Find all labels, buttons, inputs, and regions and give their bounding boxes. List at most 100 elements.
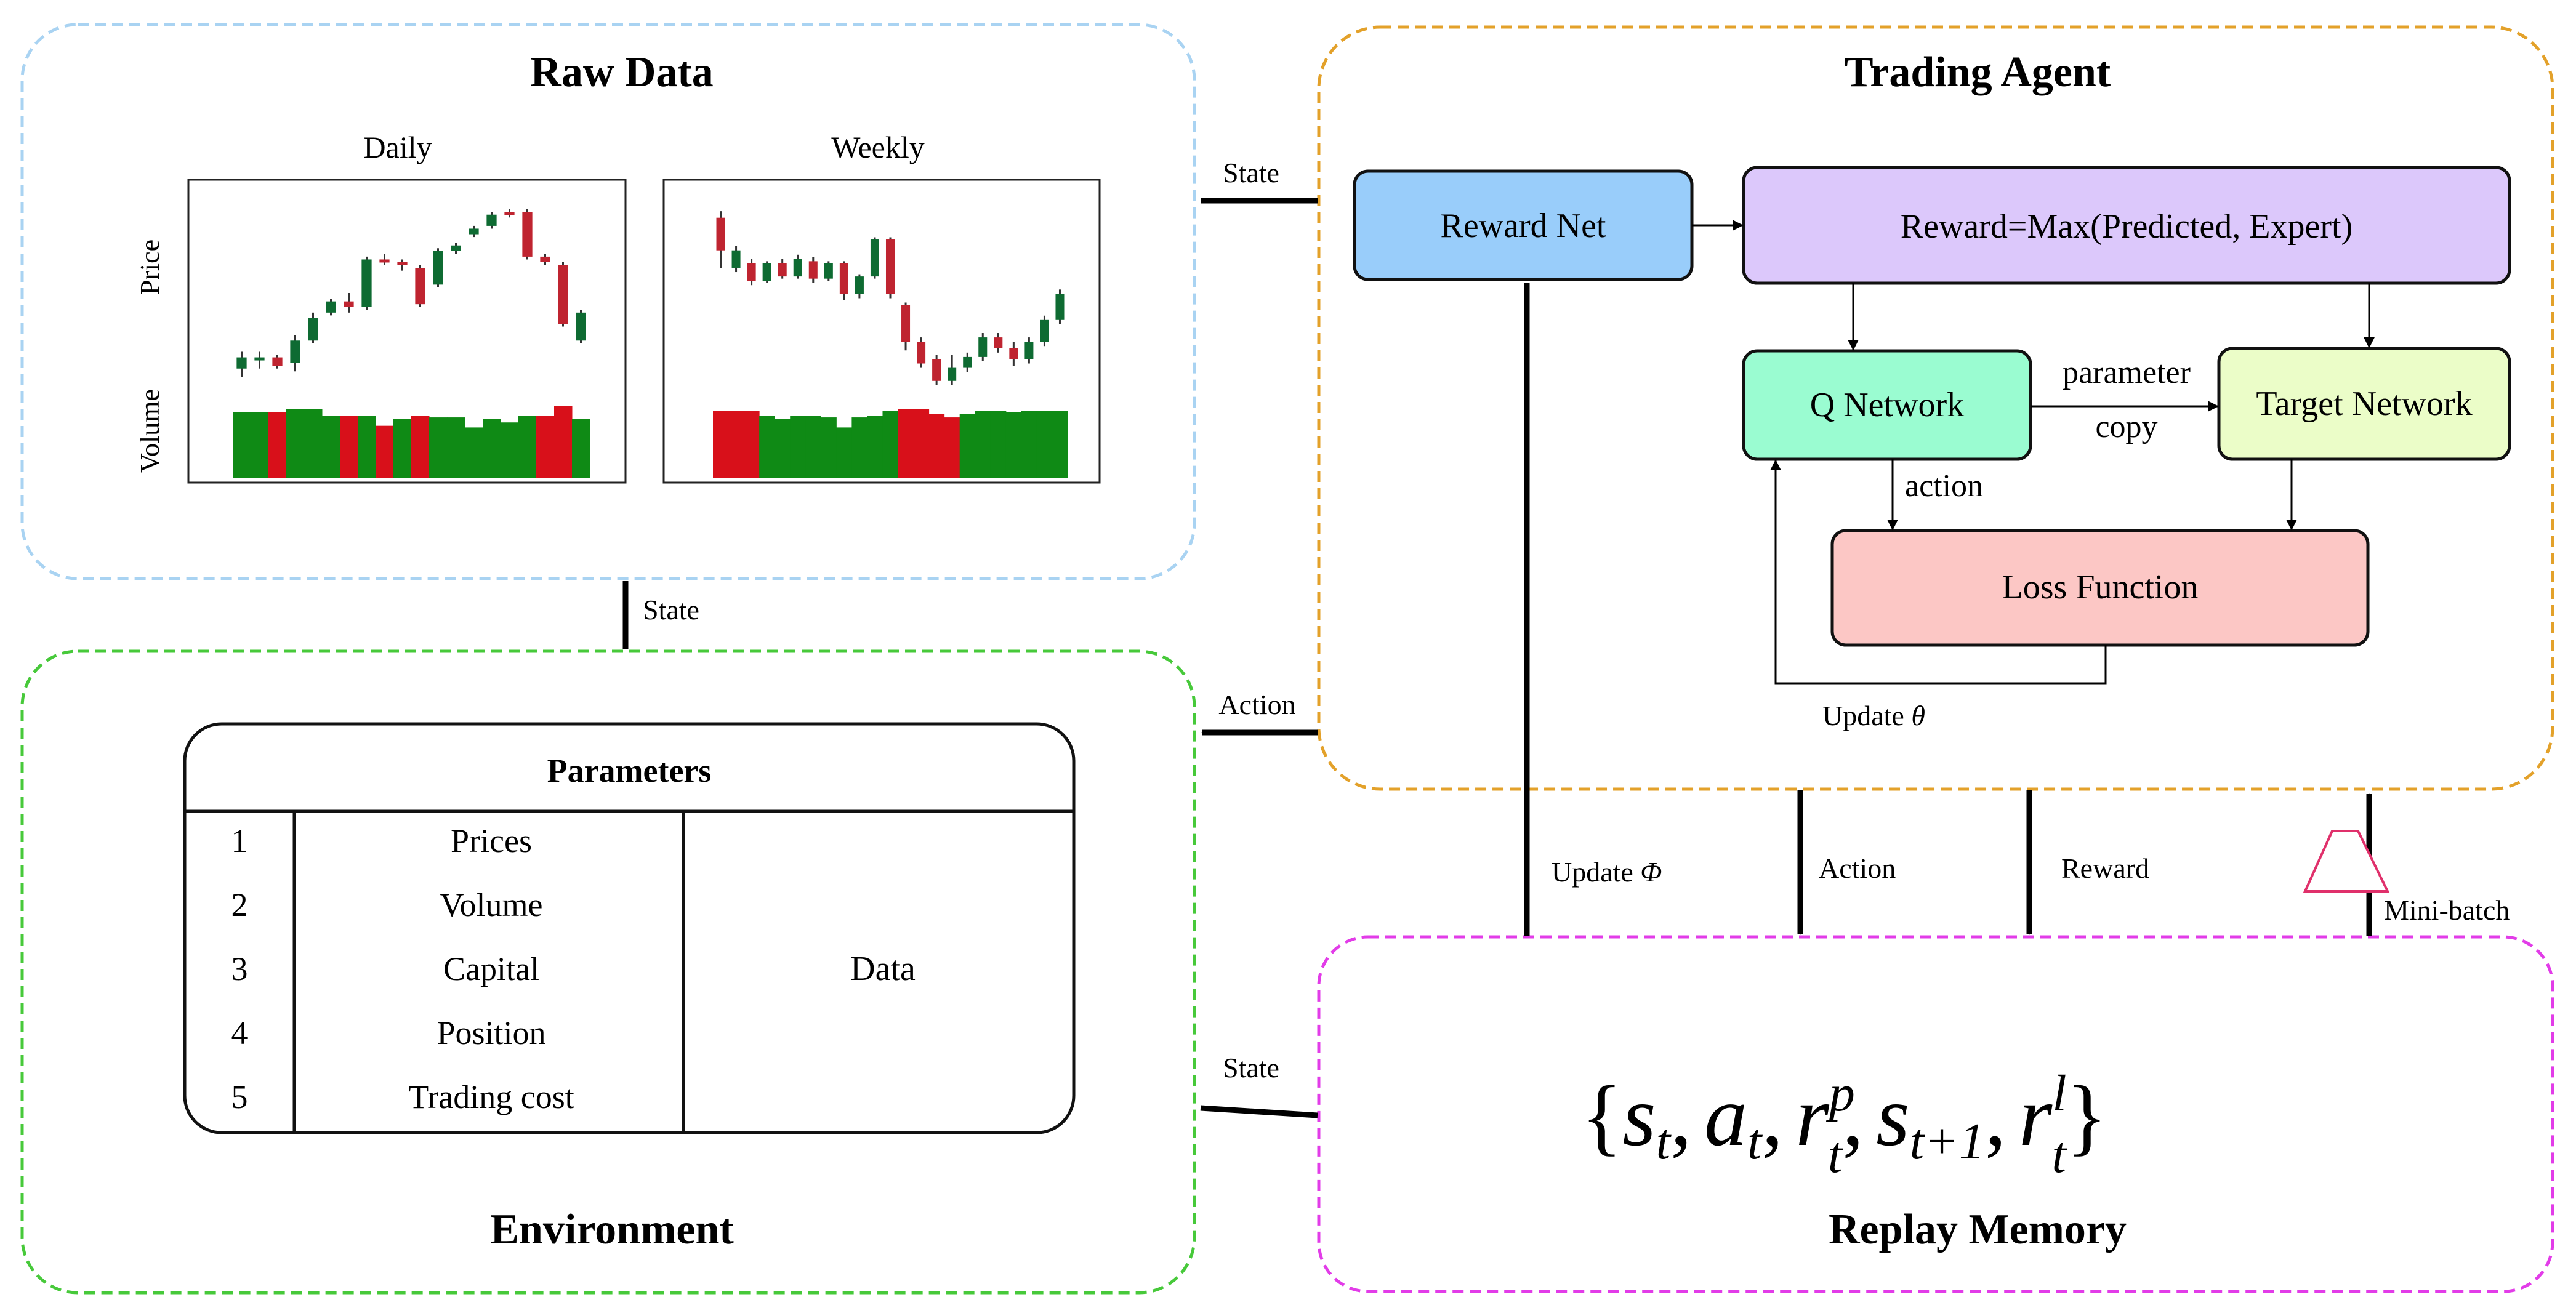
raw-data-border — [20, 23, 1196, 580]
candle-body — [994, 337, 1003, 348]
candle-body — [379, 259, 390, 263]
volume-bar — [483, 419, 501, 478]
volume-bar — [268, 412, 287, 478]
volume-bar — [501, 422, 519, 478]
volume-bar — [233, 412, 251, 478]
table-row-number: 1 — [231, 822, 248, 859]
candle-body — [254, 357, 265, 361]
volume-bar — [851, 417, 867, 478]
table-row-name: Prices — [451, 822, 532, 859]
volume-bar — [572, 419, 590, 478]
volume-bar — [775, 419, 791, 478]
table-row-name: Capital — [443, 950, 539, 987]
candle-body — [540, 256, 550, 262]
candle-body — [522, 212, 533, 257]
environment-border — [20, 649, 1196, 1295]
candle-body — [948, 367, 957, 381]
table-row-number: 2 — [231, 886, 248, 923]
candle-body — [1040, 319, 1049, 342]
parameters-table — [183, 722, 1076, 1134]
volume-bar — [1052, 411, 1068, 478]
volume-bar — [376, 425, 394, 478]
parameter-label: parameter — [2063, 355, 2191, 390]
volume-bar — [518, 416, 537, 478]
candle-body — [917, 342, 926, 364]
formula-open-brace: { — [1581, 1069, 1622, 1164]
candle-body — [731, 250, 741, 268]
table-row-name: Volume — [440, 886, 542, 923]
candle-body — [397, 262, 408, 265]
volume-bar — [465, 427, 483, 478]
replay-memory-border — [1317, 935, 2554, 1293]
candle-body — [486, 214, 497, 226]
volume-bar — [759, 416, 775, 478]
candle-body — [415, 268, 425, 305]
trading-agent-border — [1317, 25, 2554, 791]
q-network-box — [1742, 349, 2032, 461]
daily-label: Daily — [363, 130, 432, 164]
volume-bar — [251, 412, 269, 478]
state-raw-to-env-label: State — [643, 594, 699, 625]
loss-function-box — [1830, 529, 2370, 647]
action-label: action — [1905, 468, 1983, 504]
table-row-number: 5 — [231, 1078, 248, 1115]
volume-bar — [713, 411, 729, 478]
candle-body — [855, 276, 864, 294]
candle-body — [451, 245, 461, 251]
volume-bar — [554, 406, 573, 478]
candle-body — [308, 318, 318, 341]
candle-body — [870, 239, 879, 277]
copy-label: copy — [2095, 409, 2157, 444]
candle-body — [808, 261, 818, 279]
volume-bar — [411, 416, 430, 478]
volume-bar — [744, 411, 760, 478]
volume-bar — [821, 417, 837, 478]
volume-bar — [790, 416, 806, 478]
reward-formula-box — [1742, 166, 2511, 285]
connecting-arrows: State State Action State Update Φ Action… — [622, 157, 2510, 1118]
trading-agent-panel: Trading Agent Reward Net Reward=Max(Pred… — [1317, 25, 2554, 791]
volume-bar — [1021, 411, 1037, 478]
volume-bar — [358, 416, 376, 478]
candle-body — [762, 263, 771, 281]
action-agent-to-env-label: Action — [1218, 689, 1295, 720]
candle-body — [469, 228, 479, 235]
volume-bar — [1036, 411, 1053, 478]
table-row-name: Position — [437, 1014, 545, 1051]
candle-body — [290, 340, 300, 363]
volume-bar — [836, 427, 852, 478]
minibatch-funnel-icon — [2303, 830, 2390, 893]
candle-body — [344, 301, 354, 307]
volume-bar — [944, 417, 960, 478]
candle-body — [326, 301, 336, 313]
volume-bar — [429, 417, 448, 478]
volume-bar — [805, 416, 821, 478]
table-data-cell: Data — [850, 950, 916, 988]
volume-bar — [913, 409, 930, 478]
q-network-label: Q Network — [1810, 386, 1964, 424]
environment-title: Environment — [490, 1206, 733, 1253]
candle-body — [978, 337, 988, 357]
candle-body — [576, 312, 586, 341]
candle-body — [885, 239, 895, 294]
volume-bar — [898, 409, 914, 478]
daily-volume-chart — [233, 406, 590, 478]
candle-body — [1055, 294, 1065, 320]
volume-bar — [959, 414, 976, 478]
target-network-box — [2217, 347, 2511, 461]
volume-bar — [286, 409, 305, 478]
volume-bar — [990, 411, 1007, 478]
volume-bar — [447, 417, 465, 478]
candle-body — [824, 263, 833, 279]
table-row-number: 3 — [231, 950, 248, 987]
state-raw-to-agent-label: State — [1223, 157, 1279, 188]
update-theta-loop-arrow — [1770, 459, 2107, 685]
daily-candlestick-chart — [236, 209, 586, 377]
candle-body — [747, 263, 756, 281]
state-env-to-replay-label: State — [1223, 1052, 1279, 1083]
volume-axis-label: Volume — [135, 389, 165, 473]
